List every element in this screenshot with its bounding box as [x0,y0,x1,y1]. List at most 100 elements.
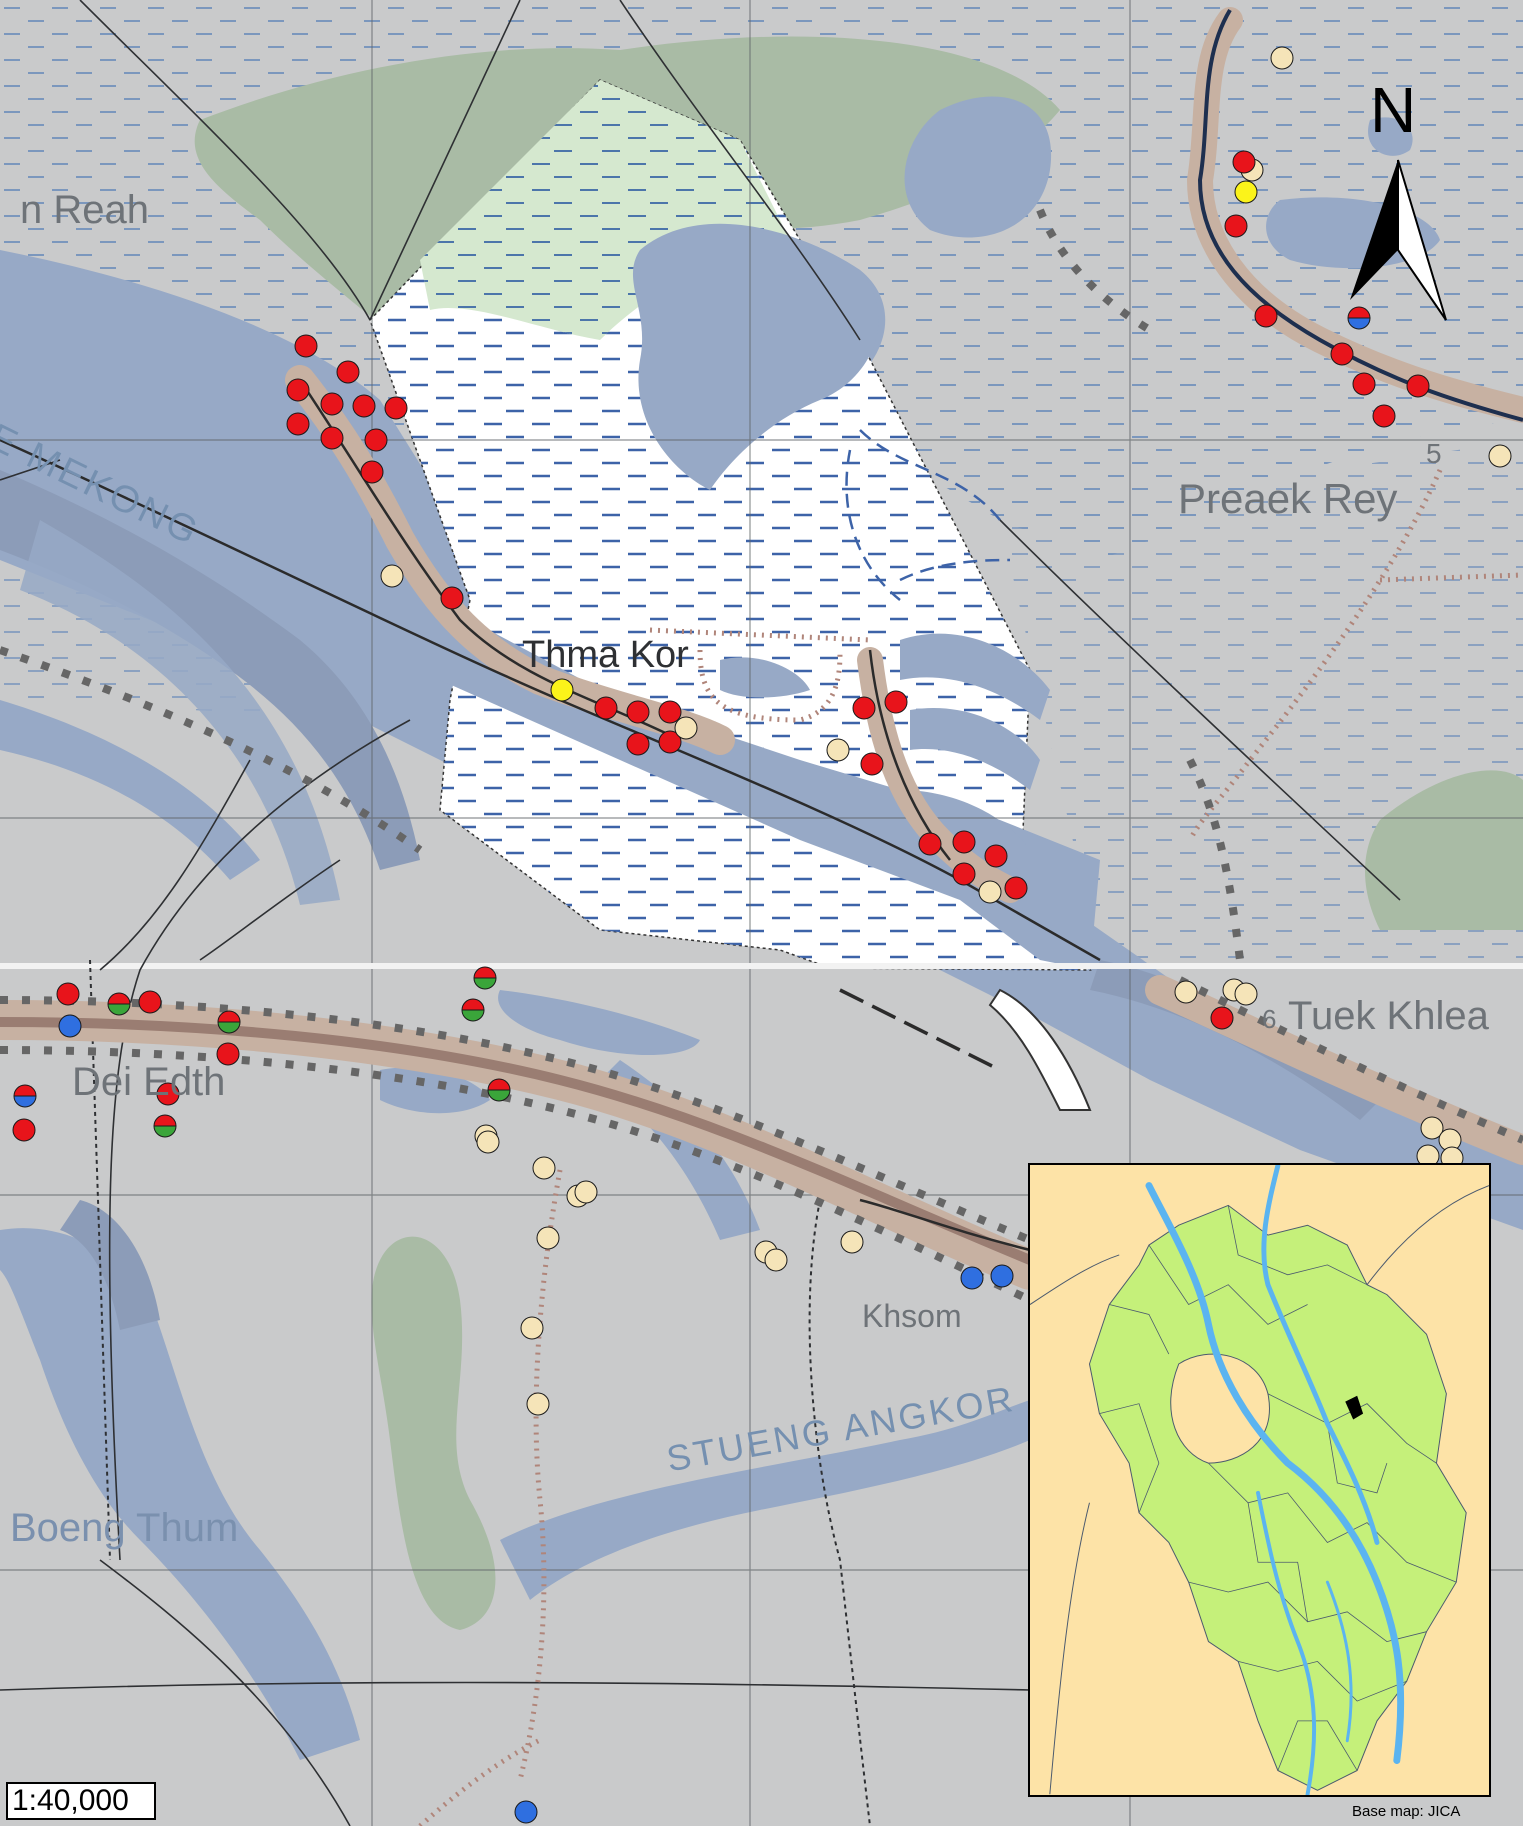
marker-red-icon [156,1082,180,1106]
marker-red-icon [626,732,650,756]
marker-split-icon [1347,306,1371,330]
marker-red-icon [594,696,618,720]
marker-cream-icon [1420,1116,1444,1140]
marker-cream-icon [764,1248,788,1272]
marker-blue-icon [514,1800,538,1824]
river-channel [0,700,260,880]
river-channel [0,1228,360,1760]
river-bar [498,990,700,1055]
marker-cream-icon [380,564,404,588]
marker-red-icon [1210,1006,1234,1030]
stueng-angkor-river [500,1400,1030,1600]
marker-cream-icon [520,1316,544,1340]
main-road [0,1017,1035,1265]
inset-outer-borders [1030,1185,1489,1795]
marker-red-icon [138,990,162,1014]
north-arrow-label: N [1370,74,1417,146]
inset-map-canvas [1030,1165,1489,1795]
admin-boundaries-dashed [89,959,871,1826]
marker-cream-icon [1234,982,1258,1006]
marker-cream-icon [826,738,850,762]
marker-red-icon [860,752,884,776]
marker-split-icon [13,1084,37,1108]
marker-red-icon [1372,404,1396,428]
marker-split-icon [217,1010,241,1034]
inset-province-region [1088,1204,1467,1791]
marker-red-icon [384,396,408,420]
marker-red-icon [56,982,80,1006]
village-markers [12,46,1512,1824]
marker-split-icon [487,1078,511,1102]
building-dots [0,208,1523,1304]
marker-red-icon [440,586,464,610]
marker-red-icon [286,378,310,402]
marker-yellow-icon [1234,180,1258,204]
marker-red-icon [1004,876,1028,900]
marker-red-icon [626,700,650,724]
marker-cream-icon [1174,980,1198,1004]
marker-red-icon [320,426,344,450]
marker-red-icon [294,334,318,358]
marker-red-icon [952,830,976,854]
marker-blue-icon [960,1266,984,1290]
marker-red-icon [1232,150,1256,174]
marker-cream-icon [840,1230,864,1254]
vegetation-area [1365,770,1523,930]
marker-red-icon [286,412,310,436]
inset-rivers [1145,1165,1405,1795]
place-label-dei-edth: Dei Edth [72,1060,226,1104]
marker-blue-icon [58,1014,82,1038]
marker-red-icon [360,460,384,484]
marker-red-icon [658,700,682,724]
marker-split-icon [153,1114,177,1138]
marker-cream-icon [674,716,698,740]
marker-red-icon [1330,342,1354,366]
vegetation-area [371,1236,496,1630]
basemap-credit: Base map: JICA [1352,1803,1461,1820]
marker-red-icon [336,360,360,384]
marker-red-icon [918,832,942,856]
marker-cream-icon [526,1392,550,1416]
stream [845,449,901,601]
admin-boundaries [0,0,1401,1826]
marker-cream-icon [1270,46,1294,70]
inset-study-area-highlight [1345,1395,1364,1420]
lake [1368,117,1413,156]
marker-blue-icon [990,1264,1014,1288]
road-number-label: 5 [1426,438,1442,469]
study-area-channel [900,633,1050,720]
marker-red-icon [658,730,682,754]
marker-cream-icon [1488,444,1512,468]
marker-red-icon [884,690,908,714]
split-markers [13,306,1371,1138]
lake [904,96,1052,238]
marker-yellow-icon [550,678,574,702]
marker-red-icon [352,394,376,418]
place-label-n-reah: n Reah [20,188,149,232]
place-label-preaek-rey: Preaek Rey [1178,475,1398,522]
inset-locator-map [1028,1163,1491,1797]
north-arrow-icon [1350,159,1447,321]
study-area-channel [720,657,810,698]
study-area-green-zone [420,80,790,340]
study-area-channel [910,708,1040,790]
scale-indicator: 1:40,000 [6,1782,156,1820]
marker-red-icon [320,392,344,416]
marker-split-icon [473,966,497,990]
marker-split-icon [107,992,131,1016]
marker-cream-icon [536,1226,560,1250]
inset-province-borders [1099,1205,1457,1771]
marker-red-icon [1224,214,1248,238]
marker-red-icon [1254,304,1278,328]
marker-red-icon [216,1042,240,1066]
marker-red-icon [852,696,876,720]
marker-red-icon [364,428,388,452]
river-channel [20,520,340,905]
study-area-lake [632,223,879,490]
place-label-khsom: Khsom [862,1298,962,1334]
marker-cream-icon [574,1180,598,1204]
study-area-channel [988,988,1092,1111]
marker-cream-icon [476,1130,500,1154]
